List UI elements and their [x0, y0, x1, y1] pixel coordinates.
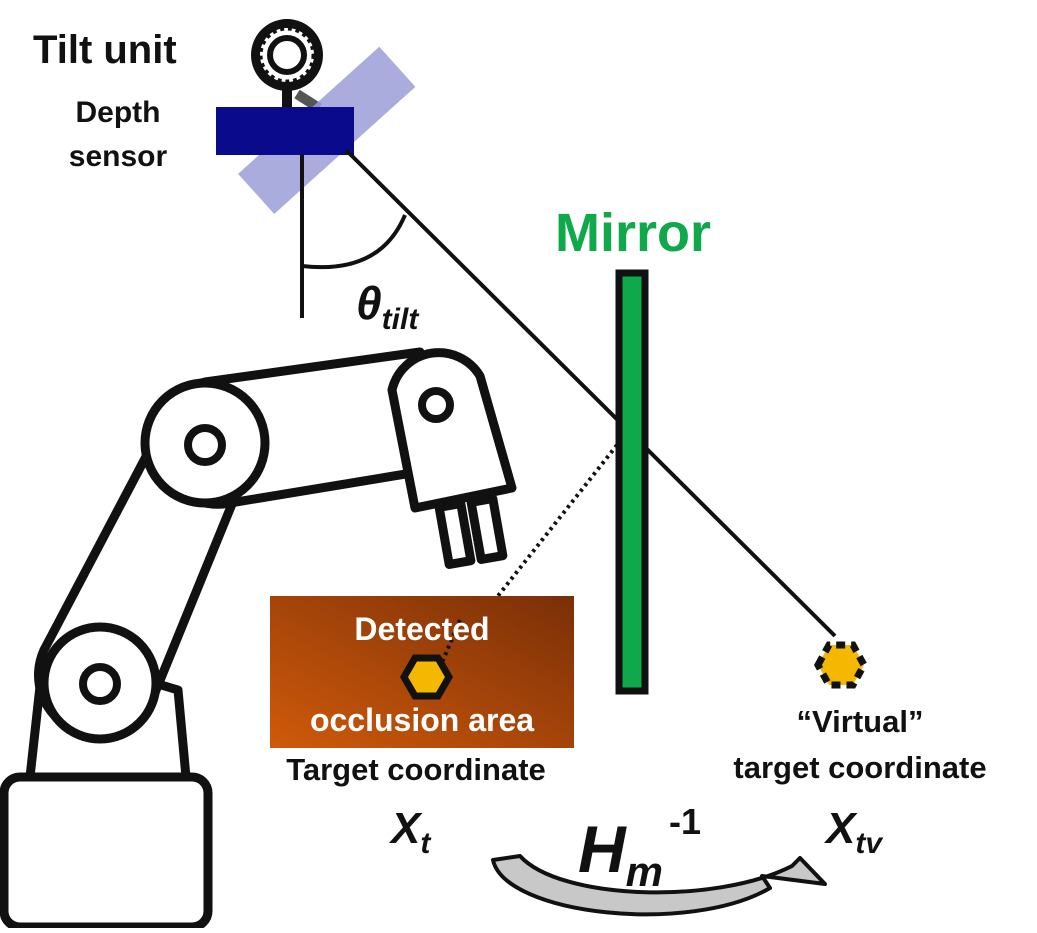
- robot-wrist: [387, 348, 517, 513]
- robot-gripper-finger-right: [466, 494, 508, 564]
- tilt-angle-arc: [301, 214, 407, 270]
- virtual-label-line1: “Virtual”: [797, 704, 924, 739]
- tilt-unit-group: [216, 19, 416, 214]
- robot-arm-icon: [0, 347, 517, 932]
- mirror-bar: [615, 269, 649, 695]
- robot-gripper-finger-left: [434, 499, 476, 569]
- depth-sensor-label-line1: Depth: [76, 96, 161, 129]
- tilt-unit-label: Tilt unit: [33, 28, 177, 72]
- sensor-ray-line: [344, 148, 837, 638]
- dashed-hexagon-icon: [814, 641, 868, 689]
- mirror-label: Mirror: [555, 203, 711, 263]
- h-matrix-label: Hm-1: [578, 801, 701, 895]
- theta-label: θtilt: [356, 277, 420, 336]
- depth-sensor-label-line2: sensor: [69, 140, 168, 173]
- occlusion-label-line1: Detected: [354, 611, 489, 647]
- wrist-joint-hole: [418, 387, 454, 423]
- xt-label: Xt: [388, 804, 432, 860]
- reflected-ray-dotted-over-box: [436, 619, 462, 673]
- gear-ring-icon: [251, 19, 323, 91]
- virtual-label-line2: target coordinate: [733, 750, 986, 785]
- lower-joint-hole: [79, 663, 121, 705]
- xtv-label: Xtv: [823, 804, 884, 860]
- hexagon-icon: [399, 654, 454, 700]
- tilt-stem: [282, 89, 292, 111]
- robot-base: [0, 772, 213, 932]
- occlusion-label-line2: occlusion area: [310, 702, 534, 738]
- target-coordinate-label: Target coordinate: [286, 752, 546, 787]
- shoulder-joint-hole: [184, 424, 226, 466]
- depth-sensor-body: [216, 107, 354, 155]
- curved-arrow-icon: [491, 854, 827, 917]
